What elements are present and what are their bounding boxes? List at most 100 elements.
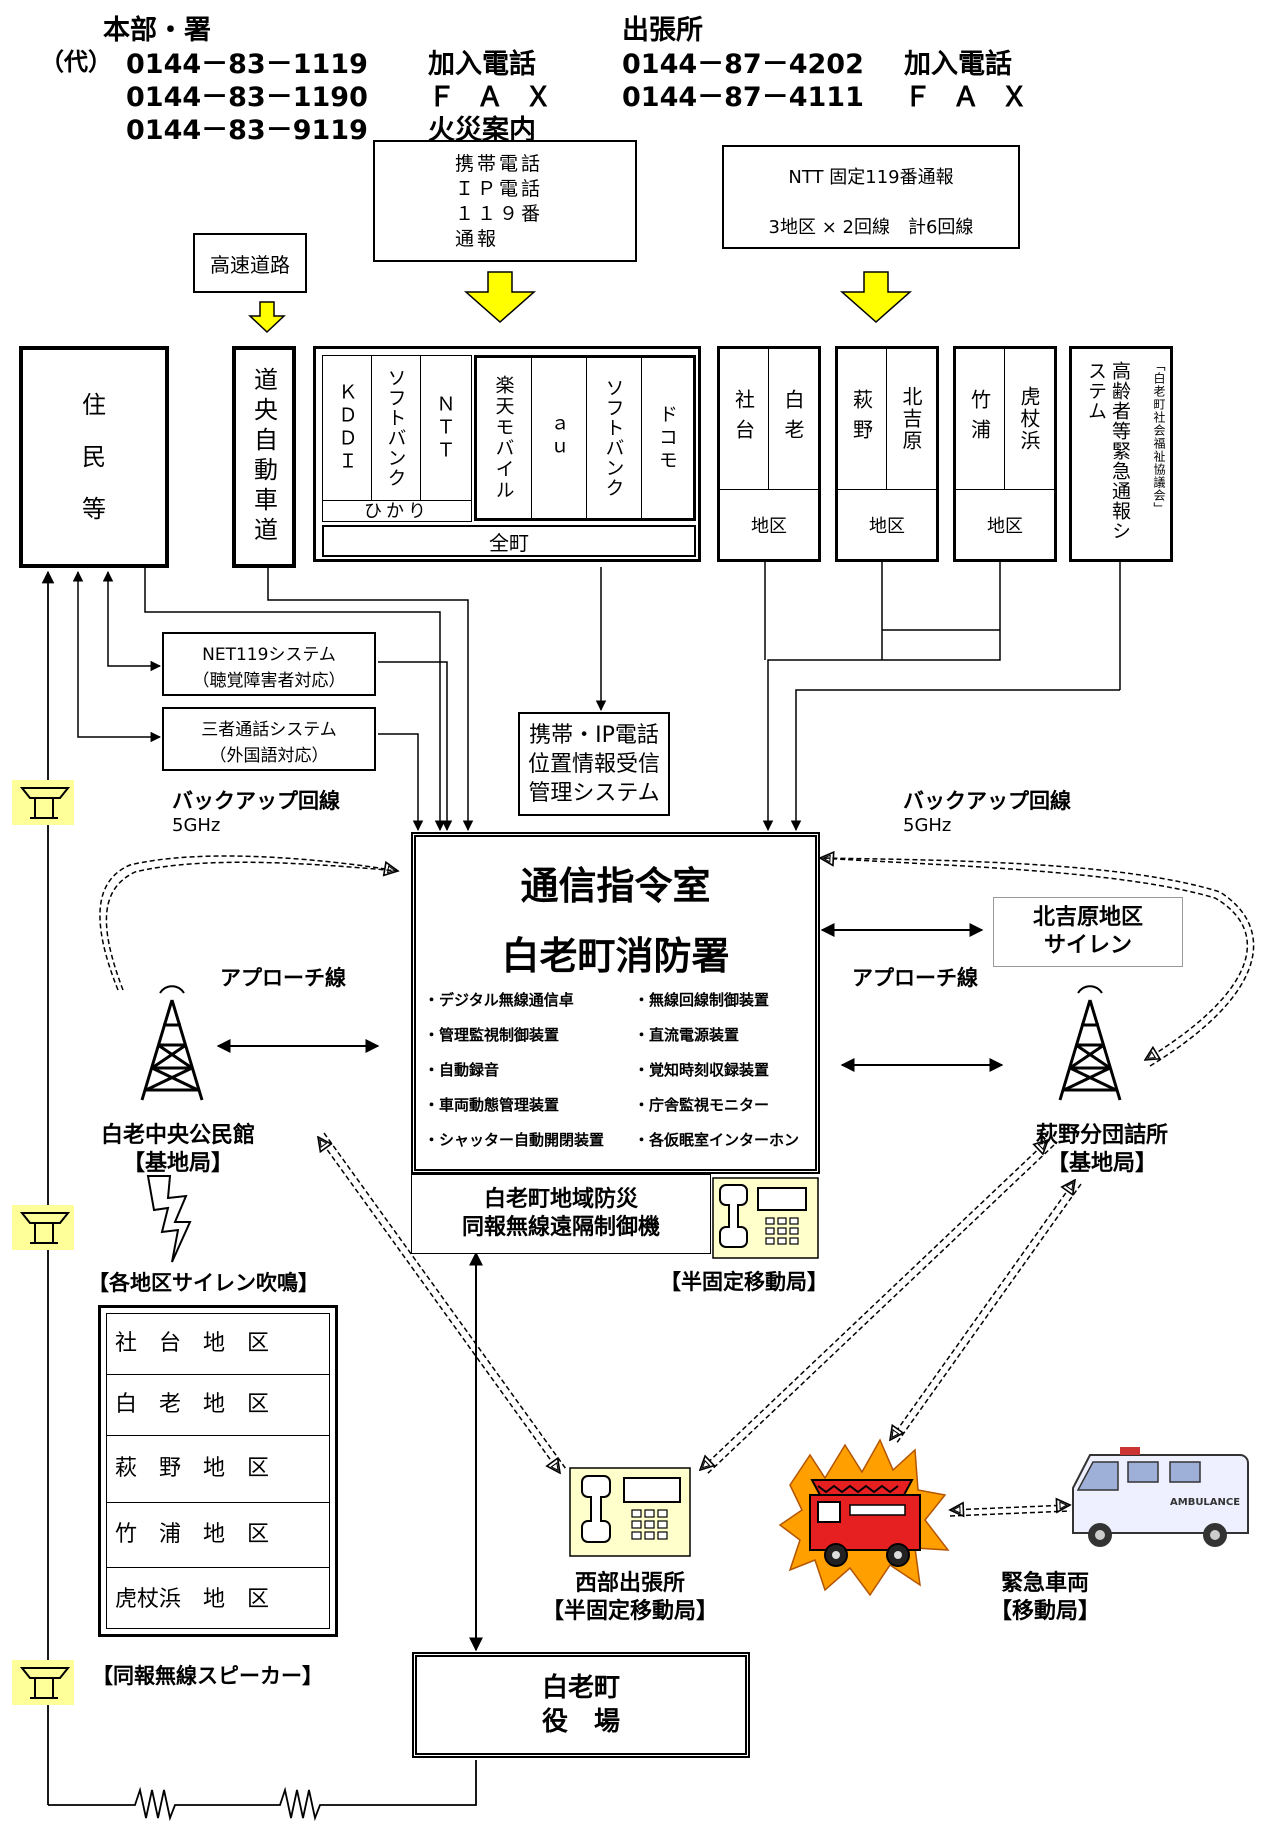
backup-label-left: バックアップ回線 [172,789,340,813]
backup-freq-left: 5GHz [172,815,221,836]
carrier-kddi: ＫＤＤＩ [335,382,358,474]
equipment-item: ・車両動態管理装置 [424,1096,560,1114]
siren-list-title: 【各地区サイレン吹鳴】 [88,1271,319,1295]
equipment-item: ・管理監視制御装置 [424,1026,560,1044]
central-station-role: 【基地局】 [122,1151,233,1176]
town-hall-box: 白老町 役 場 [412,1652,750,1758]
mobile-carriers: 楽天モバイル ａｕ ソフトバンク ドコモ [474,355,696,521]
siren-row: 虎杖浜 地 区 [115,1587,270,1612]
net119-box: NET119システム （聴覚障害者対応） [162,632,376,696]
lightning-icon [146,1175,192,1263]
yellow-arrow-mobile [464,271,536,324]
equipment-item: ・無線回線制御装置 [634,991,770,1009]
hq-title: 本部・署 [103,15,211,46]
trio-call-title: 三者通話システム [201,720,337,740]
phone-icon [712,1177,819,1259]
siren-district-table: 社 台 地 区 白 老 地 区 萩 野 地 区 竹 浦 地 区 虎杖浜 地 区 [98,1305,338,1637]
phone-icon [569,1467,691,1557]
elderly-system-label: 高齢者等緊急通報システム [1085,361,1131,541]
residents-box: 住 民 等 [19,346,169,568]
district-takeura: 竹浦 [967,389,992,449]
district-hagino: 萩野 [849,389,874,449]
emergency-vehicle-role: 【移動局】 [989,1599,1100,1624]
hikari-label: ひかり [322,499,472,522]
ntt-report-title: NTT 固定119番通報 [788,167,954,188]
district-label: 地区 [720,489,818,560]
radio-tower-icon [1058,985,1122,1101]
equipment-list-left: ・デジタル無線通信卓 ・管理監視制御装置 ・自動録音 ・車両動態管理装置 ・シャ… [424,983,604,1158]
central-station-name: 白老中央公民館 [100,1123,255,1148]
elderly-emergency-label: 「白老町社会福祉協議会」 [1080,359,1170,555]
mobile-report-box: 携帯電話 ＩＰ電話 １１９番 通報 [373,140,637,262]
hq-fax-number: 0144－83－1190 [126,82,368,113]
remote-controller-box: 白老町地域防災 同報無線遠隔制御機 [411,1174,711,1254]
ntt-report-lines: 3地区 × 2回線 計6回線 [768,217,974,238]
location-system-box: 携帯・IP電話 位置情報受信 管理システム [518,712,670,816]
district-kojohama: 虎杖浜 [1017,386,1041,452]
expressway-box: 道央自動車道 [232,346,296,568]
carrier-rakuten: 楽天モバイル [492,375,515,501]
semi-fixed-label: 【半固定移動局】 [660,1270,828,1294]
equipment-item: ・シャッター自動開閉装置 [424,1131,605,1149]
carrier-group: ＫＤＤＩ ソフトバンク ＮＴＴ ひかり 楽天モバイル ａｕ ソフトバンク ドコモ… [313,346,701,562]
hq-tel-label: 加入電話 [428,49,536,80]
elderly-org-label: 「白老町社会福祉協議会」 [1152,359,1166,515]
ambulance-label: AMBULANCE [1170,1497,1240,1508]
branch-fax-number: 0144－87－4111 [622,82,864,113]
equipment-item: ・デジタル無線通信卓 [424,991,574,1009]
siren-kitayoshihara-box: 北吉原地区 サイレン [993,897,1183,967]
district-shadai: 社台 [731,389,756,449]
emergency-vehicle-name: 緊急車両 [1000,1571,1089,1596]
equipment-item: ・庁舎監視モニター [634,1096,770,1114]
residents-label: 住 民 等 [82,391,106,523]
zencho-label: 全町 [322,525,696,557]
branch-title: 出張所 [622,15,703,46]
approach-label-left: アプローチ線 [220,966,346,990]
carrier-softbank-mobile: ソフトバンク [602,378,625,498]
trio-call-sub: （外国語対応） [209,746,329,766]
net119-sub: （聴覚障害者対応） [192,671,346,691]
backup-link-left [99,855,398,991]
branch-fax-label: Ｆ Ａ Ｘ [904,82,1034,113]
yellow-arrow-highway [248,301,286,334]
district-box-shiraoi: 社台 白老 地区 [717,346,821,562]
carrier-au: ａｕ [547,415,570,461]
radio-tower-icon [140,985,204,1101]
hagino-station-name: 萩野分団詰所 [1035,1123,1168,1148]
backup-label-right: バックアップ回線 [903,789,1071,813]
siren-row: 社 台 地 区 [107,1314,329,1375]
carrier-ntt: ＮＴＴ [433,393,456,463]
district-box-takeura: 竹浦 虎杖浜 地区 [953,346,1057,562]
district-label: 地区 [956,489,1054,560]
siren-row: 萩 野 地 区 [107,1436,329,1503]
speaker-label: 【同報無線スピーカー】 [92,1664,323,1688]
carrier-softbank-fixed: ソフトバンク [384,368,407,488]
carrier-docomo: ドコモ [656,403,678,473]
equipment-list-right: ・無線回線制御装置 ・直流電源装置 ・覚知時刻収録装置 ・庁舎監視モニター ・各… [634,983,799,1158]
west-branch-role: 【半固定移動局】 [541,1599,718,1624]
district-shiraoi: 白老 [781,389,805,449]
fire-truck-icon [778,1438,950,1597]
trio-call-box: 三者通話システム （外国語対応） [162,707,376,771]
hq-fax-label: Ｆ Ａ Ｘ [428,82,558,113]
representative-mark: （代） [40,48,112,76]
branch-tel-label: 加入電話 [904,49,1012,80]
net119-title: NET119システム [202,645,336,665]
command-room-box: 通信指令室 白老町消防署 ・デジタル無線通信卓 ・管理監視制御装置 ・自動録音 … [411,832,820,1174]
equipment-item: ・覚知時刻収録装置 [634,1061,770,1079]
speaker-wire [41,570,477,1821]
district-box-hagino: 萩野 北吉原 地区 [835,346,939,562]
hagino-station-role: 【基地局】 [1046,1151,1157,1176]
command-room-title: 通信指令室 [520,864,711,908]
radio-links [318,1132,1082,1516]
equipment-item: ・自動録音 [424,1061,500,1079]
equipment-item: ・直流電源装置 [634,1026,740,1044]
command-feed-lines [144,562,1121,832]
siren-row: 竹 浦 地 区 [107,1503,329,1568]
branch-tel-number: 0144－87－4202 [622,49,864,80]
elderly-emergency-box: 「白老町社会福祉協議会」 高齢者等緊急通報システム [1069,346,1173,562]
west-branch-name: 西部出張所 [574,1571,685,1596]
yellow-arrow-ntt [840,271,912,324]
approach-label-right: アプローチ線 [852,966,978,990]
